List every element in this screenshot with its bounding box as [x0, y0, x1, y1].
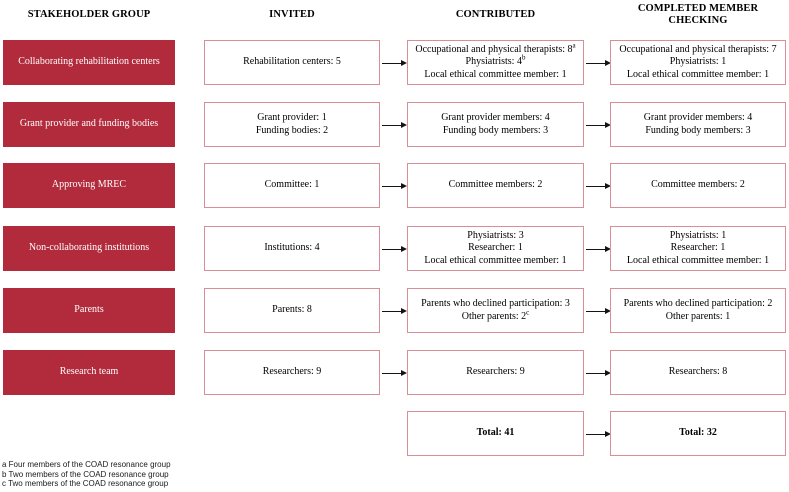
box-line: Local ethical committee member: 1 — [626, 254, 770, 266]
column-header-completed-member-checking: COMPLETED MEMBER CHECKING — [637, 3, 759, 26]
flow-row: Non-collaborating institutions Institutio… — [0, 226, 789, 271]
invited-box: Parents: 8 — [204, 288, 380, 333]
box-line: Physiatrists: 4b — [465, 53, 526, 68]
box-line: Committee members: 2 — [448, 179, 543, 191]
footnote-a: a Four members of the COAD resonance gro… — [2, 460, 171, 469]
arrow-invited-to-contributed — [382, 245, 407, 252]
box-line: Researchers: 9 — [262, 366, 322, 378]
box-line: Total: 32 — [679, 427, 717, 439]
arrow-contributed-to-completed — [586, 245, 611, 252]
box-line: Parents: 8 — [272, 304, 312, 316]
contributed-box: Committee members: 2 — [407, 163, 584, 208]
flow-row: Collaborating rehabilitation centers Reha… — [0, 40, 789, 85]
arrow-contributed-to-completed — [586, 369, 611, 376]
group-box: Collaborating rehabilitation centers — [3, 40, 175, 85]
box-line: Grant provider: 1 — [257, 112, 327, 123]
contributed-box: Researchers: 9 — [407, 350, 584, 395]
box-line: Other parents: 1 — [665, 310, 731, 322]
invited-box: Researchers: 9 — [204, 350, 380, 395]
footnote-marker: b — [521, 53, 526, 62]
arrow-invited-to-contributed — [382, 59, 407, 66]
box-line: Researcher: 1 — [468, 242, 523, 254]
box-line: Approving MREC — [51, 179, 127, 191]
box-line: Rehabilitation centers: 5 — [243, 56, 341, 68]
arrow-invited-to-contributed — [382, 121, 407, 128]
box-line: Research team — [59, 366, 119, 378]
column-header-stakeholder-group: STAKEHOLDER GROUP — [27, 9, 151, 20]
column-header-contributed: CONTRIBUTED — [455, 9, 536, 20]
group-box: Grant provider and funding bodies — [3, 102, 175, 147]
contributed-box: Occupational and physical therapists: 8a… — [407, 40, 584, 85]
arrow-invited-to-contributed — [382, 307, 407, 314]
flow-row: Research team Researchers: 9 Researchers: … — [0, 350, 789, 395]
box-line: Total: 41 — [476, 427, 515, 439]
box-line: Collaborating rehabilitation centers — [18, 56, 160, 68]
box-line: Physiatrists: 1 — [669, 56, 727, 68]
box-line: Grant provider members: 4 — [643, 112, 753, 123]
box-line: Researcher: 1 — [670, 242, 726, 254]
group-box: Non-collaborating institutions — [3, 226, 175, 271]
box-line: Non-collaborating institutions — [28, 242, 150, 254]
box-line: Funding bodies: 2 — [255, 124, 329, 136]
flow-row: Approving MREC Committee: 1 Committee memb… — [0, 163, 789, 208]
total-contributed-box: Total: 41 — [407, 411, 584, 456]
completed-box: Committee members: 2 — [610, 163, 786, 208]
box-line: Researchers: 8 — [668, 366, 728, 378]
box-line: Funding body members: 3 — [442, 124, 549, 136]
footnote-marker: a — [572, 41, 576, 50]
box-line: Committee members: 2 — [651, 179, 745, 191]
box-line: Funding body members: 3 — [645, 124, 751, 136]
arrow-invited-to-contributed — [382, 369, 407, 376]
box-line: Local ethical committee member: 1 — [424, 254, 567, 266]
box-line: Local ethical committee member: 1 — [424, 68, 567, 80]
box-line: Occupational and physical therapists: 8a — [415, 41, 576, 55]
arrow-total-contributed-to-completed — [586, 430, 611, 437]
arrow-contributed-to-completed — [586, 307, 611, 314]
invited-box: Institutions: 4 — [204, 226, 380, 271]
box-line: Parents — [74, 304, 104, 316]
flow-row: Grant provider and funding bodies Grant p… — [0, 102, 789, 147]
total-completed-box: Total: 32 — [610, 411, 786, 456]
box-line: Parents who declined participation: 2 — [623, 298, 773, 309]
arrow-contributed-to-completed — [586, 182, 611, 189]
group-box: Approving MREC — [3, 163, 175, 208]
arrow-contributed-to-completed — [586, 121, 611, 128]
footnote-c: c Two members of the COAD resonance grou… — [2, 479, 169, 488]
box-line: Institutions: 4 — [264, 242, 320, 254]
column-header-invited: INVITED — [269, 9, 315, 20]
box-line: Physiatrists: 1 — [669, 229, 727, 241]
invited-box: Rehabilitation centers: 5 — [204, 40, 380, 85]
completed-box: Researchers: 8 — [610, 350, 786, 395]
box-line: Physiatrists: 3 — [467, 229, 524, 241]
arrow-contributed-to-completed — [586, 59, 611, 66]
box-line: Researchers: 9 — [466, 366, 525, 378]
total-row: Total: 41 Total: 32 — [0, 411, 789, 456]
flow-row: Parents Parents: 8 Parents who declined pa… — [0, 288, 789, 333]
footnotes: a Four members of the COAD resonance gro… — [2, 460, 171, 489]
box-line: Occupational and physical therapists: 7 — [619, 43, 777, 55]
group-box: Research team — [3, 350, 175, 395]
box-line: Grant provider and funding bodies — [19, 118, 159, 130]
footnote-marker: c — [526, 308, 530, 317]
box-line: Other parents: 2c — [461, 308, 530, 322]
group-box: Parents — [3, 288, 175, 333]
box-line: Grant provider members: 4 — [441, 112, 550, 123]
box-line: Local ethical committee member: 1 — [626, 68, 770, 80]
arrow-invited-to-contributed — [382, 182, 407, 189]
footnote-b: b Two members of the COAD resonance grou… — [2, 469, 169, 479]
box-line: Parents who declined participation: 3 — [421, 298, 570, 309]
invited-box: Committee: 1 — [204, 163, 380, 208]
box-line: Committee: 1 — [264, 179, 320, 191]
